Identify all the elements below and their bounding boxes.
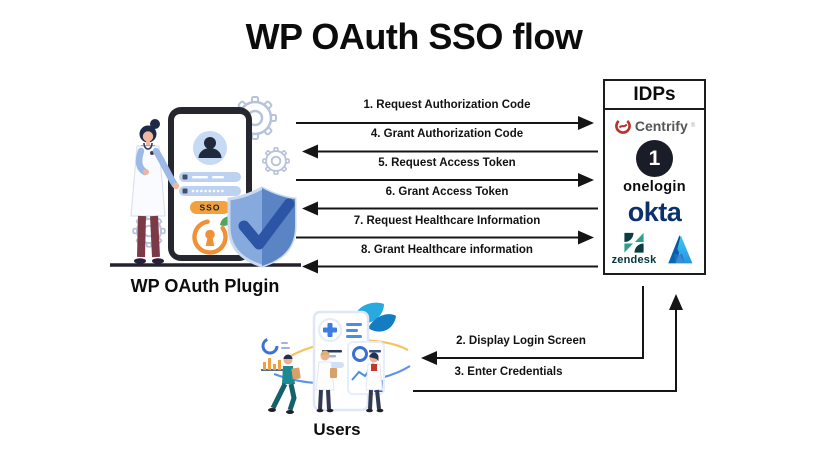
security-shield-icon xyxy=(227,186,297,268)
password-field xyxy=(179,186,241,196)
onelogin-icon: 1 xyxy=(636,139,673,177)
okta-logo: okta xyxy=(627,197,682,228)
centrify-logo: Centrify ® xyxy=(614,117,695,135)
username-field xyxy=(179,172,241,182)
onelogin-logo: 1 onelogin xyxy=(623,139,686,195)
zendesk-icon xyxy=(624,232,644,253)
idps-bottom-row: zendesk xyxy=(612,231,698,266)
flow-label-2: 2. Display Login Screen xyxy=(456,335,586,347)
gear-icon xyxy=(262,147,290,175)
page-title: WP OAuth SSO flow xyxy=(245,16,583,57)
idps-panel: IDPs Centrify ® 1 onelogin okta xyxy=(603,79,706,275)
flow-label-4: 4. Grant Authorization Code xyxy=(370,128,524,140)
flow-label-1: 1. Request Authorization Code xyxy=(363,99,531,111)
trademark-mark: ® xyxy=(690,122,696,129)
person-figure xyxy=(365,352,384,413)
flow-label-6: 6. Grant Access Token xyxy=(385,186,509,198)
zendesk-label: zendesk xyxy=(611,254,657,267)
flow-label-5: 5. Request Access Token xyxy=(378,157,516,169)
flow-label-7: 7. Request Healthcare Information xyxy=(353,215,541,227)
person-figure xyxy=(315,350,337,413)
flow-label-8: 8. Grant Healthcare information xyxy=(361,244,533,256)
wp-oauth-plugin-label: WP OAuth Plugin xyxy=(130,276,280,296)
avatar xyxy=(193,131,227,165)
azure-icon xyxy=(668,235,693,264)
idps-provider-list: Centrify ® 1 onelogin okta xyxy=(605,110,704,273)
users-illustration xyxy=(261,302,411,414)
users-label: Users xyxy=(313,420,361,439)
zendesk-logo: zendesk xyxy=(612,231,657,266)
person-figure xyxy=(268,354,301,414)
woman-figure xyxy=(130,119,180,264)
wp-oauth-plugin-illustration: SSO xyxy=(110,96,301,268)
onelogin-badge: 1 xyxy=(648,146,661,170)
centrify-icon xyxy=(614,117,631,134)
onelogin-label: onelogin xyxy=(623,178,686,195)
mini-charts xyxy=(261,337,290,371)
svg-text:SSO: SSO xyxy=(200,203,221,213)
idps-header: IDPs xyxy=(605,81,704,110)
leaf-decoration xyxy=(368,314,396,332)
centrify-label: Centrify xyxy=(634,117,688,134)
arrow-display-login-screen xyxy=(421,286,644,365)
flow-label-3: 3. Enter Credentials xyxy=(454,366,563,378)
sso-button: SSO xyxy=(190,201,230,214)
